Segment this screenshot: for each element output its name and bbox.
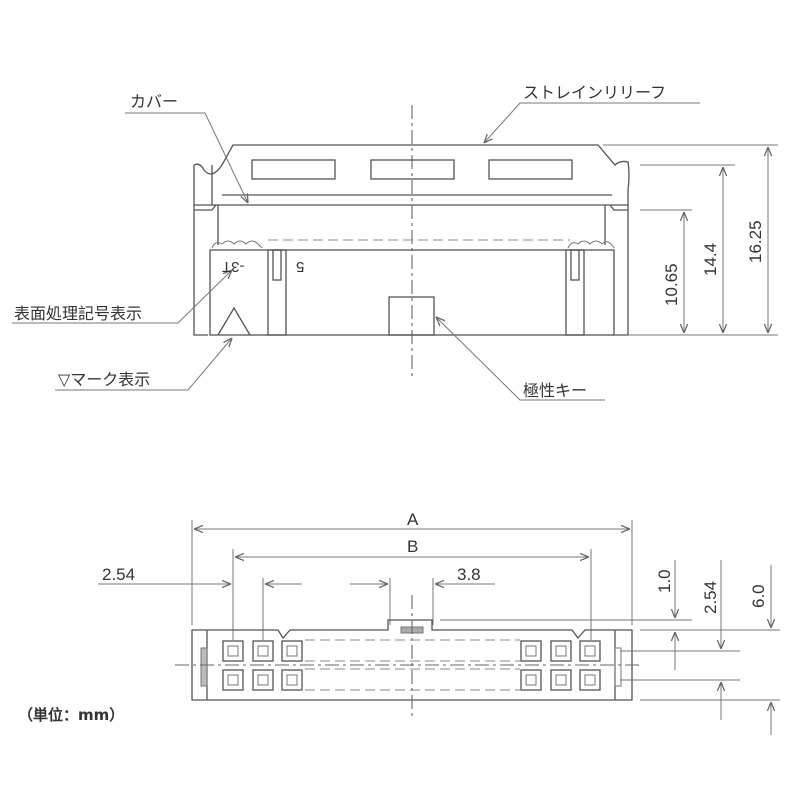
bottom-view (98, 520, 780, 735)
dim-row-pitch-2-54: 2.54 (701, 580, 720, 614)
triangle-mark-callout: ▽マーク表示 (58, 370, 151, 389)
dim-offset-1-0: 1.0 (655, 569, 674, 593)
dim-overall-width-a: A (407, 510, 419, 529)
unit-note: （単位：mm） (18, 706, 125, 724)
pin-number-text: 5 (296, 258, 305, 275)
surface-code-text: -3T (222, 258, 245, 275)
dim-height-10-65: 10.65 (662, 263, 681, 306)
surface-code-marking: -3T (222, 258, 245, 275)
dim-height-14-4: 14.4 (701, 242, 720, 276)
dim-key-width-3-8: 3.8 (457, 565, 481, 584)
dim-height-16-25: 16.25 (746, 220, 765, 263)
dim-depth-6-0: 6.0 (749, 584, 768, 608)
cover-callout: カバー (130, 92, 179, 111)
strain-relief-callout: ストレインリリーフ (523, 83, 667, 102)
front-view (12, 102, 778, 401)
dim-pitch-2-54: 2.54 (102, 565, 136, 584)
surface-treatment-mark-callout: 表面処理記号表示 (14, 304, 143, 323)
pin-grid (222, 640, 601, 691)
polarity-key-callout: 極性キー (523, 381, 588, 400)
pin-number-marking: 5 (296, 258, 305, 275)
dim-pin-span-b: B (407, 537, 419, 556)
